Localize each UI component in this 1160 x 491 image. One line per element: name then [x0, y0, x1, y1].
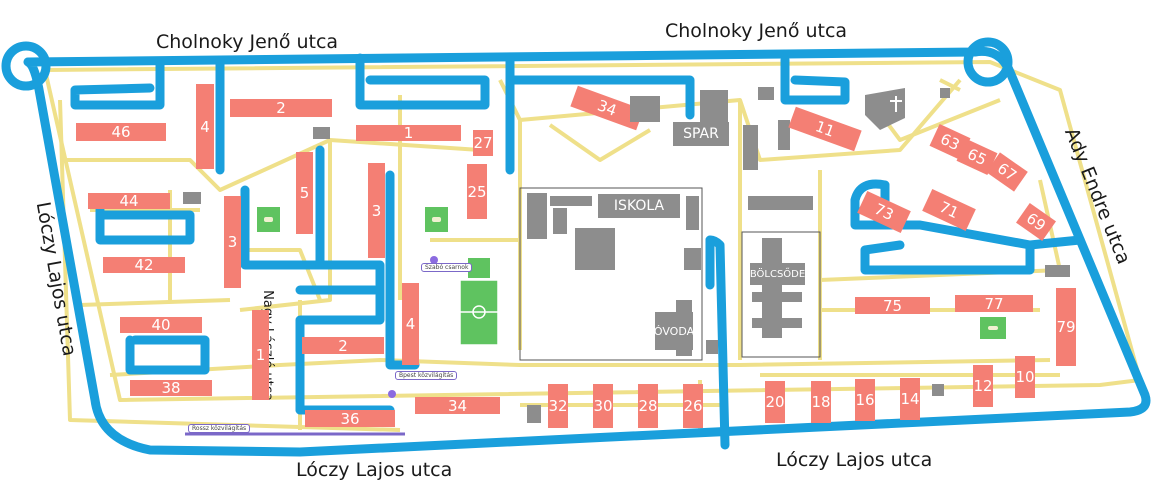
building-spar-annex: [630, 96, 660, 122]
roads: [1, 37, 1151, 457]
school-block-2: [550, 196, 592, 206]
playground-icon: [980, 317, 1006, 339]
school-block-8: [706, 340, 718, 354]
bolcsode-building: BÖLCSŐDE: [750, 263, 805, 285]
school-block-1: [527, 193, 547, 239]
building-32: 32: [548, 384, 568, 428]
marker-dot: [430, 256, 438, 264]
building-14: 14: [900, 378, 920, 420]
building-36: 36: [305, 410, 395, 428]
building-34-south: 34: [415, 397, 500, 415]
building-40: 40: [120, 316, 202, 334]
street-label-cholnoky-left: Cholnoky Jenő utca: [156, 31, 339, 53]
building-44: 44: [88, 192, 170, 210]
building-27: 27: [473, 130, 493, 156]
playground-icon: [257, 207, 280, 232]
roundabout-left: [1, 41, 51, 91]
building-42: 42: [103, 256, 185, 274]
marker-dot: [388, 390, 396, 398]
nursery-outline: [741, 231, 821, 358]
building-3-west: 3: [224, 196, 241, 288]
building-2-south: 2: [302, 337, 384, 355]
building-1-south: 1: [252, 310, 269, 400]
street-label-loczy-bottom-right: Lóczy Lajos utca: [776, 449, 933, 471]
building-east-annex: [748, 196, 813, 210]
building-30: 30: [593, 384, 613, 428]
small-tag-kozvilagitas: Bpest közvilágítás: [395, 371, 458, 380]
ovoda-building: ÓVODA: [654, 312, 694, 350]
building-3-center: 3: [368, 163, 385, 258]
building-4-north: 4: [196, 84, 214, 169]
spar-building: SPAR: [673, 122, 729, 146]
building-38: 38: [130, 379, 212, 397]
street-label-loczy-bottom-left: Lóczy Lajos utca: [296, 459, 453, 481]
building-77: 77: [955, 295, 1033, 313]
small-tag-rossz: Rossz közvilágítás: [188, 424, 251, 433]
school-block-6: [684, 248, 701, 270]
garage-2: [183, 192, 201, 204]
building-46: 46: [76, 123, 166, 141]
building-4-south: 4: [402, 283, 419, 365]
building-12: 12: [973, 365, 993, 407]
roundabout-right: [963, 37, 1013, 87]
nursery-wing-1: [752, 292, 802, 302]
building-church-annex: [940, 88, 950, 98]
school-block-5: [686, 196, 699, 230]
building-annex-3: [778, 120, 790, 150]
school-outline: [519, 187, 703, 361]
building-south-annex-2: [932, 384, 944, 396]
building-2-north: 2: [230, 99, 332, 117]
building-south-annex-1: [527, 405, 541, 423]
sports-icon-box: [468, 258, 490, 278]
sports-field-icon: [459, 279, 499, 346]
building-28: 28: [638, 384, 658, 428]
building-16: 16: [855, 379, 875, 421]
building-annex-2: [758, 87, 774, 100]
small-tag-szabo: Szabó csarnok: [421, 263, 473, 272]
playground-icon: [425, 207, 448, 232]
church-icon: [865, 88, 905, 130]
building-1-north: 1: [356, 124, 461, 142]
building-10: 10: [1015, 356, 1035, 398]
school-block-4: [575, 228, 615, 270]
school-block-3: [553, 208, 567, 234]
nursery-wing-2: [752, 318, 802, 328]
building-25: 25: [467, 164, 487, 219]
building-75: 75: [855, 297, 930, 315]
building-26: 26: [683, 384, 703, 428]
iskola-building: ISKOLA: [598, 194, 680, 218]
building-5: 5: [296, 152, 313, 234]
building-20: 20: [765, 381, 785, 423]
street-label-cholnoky-right: Cholnoky Jenő utca: [665, 20, 848, 42]
building-79: 79: [1056, 288, 1076, 366]
building-annex-1: [743, 125, 758, 170]
spar-tower: [700, 90, 728, 124]
building-18: 18: [811, 381, 831, 423]
garage-1: [313, 127, 330, 139]
building-east-annex-2: [1045, 265, 1070, 277]
